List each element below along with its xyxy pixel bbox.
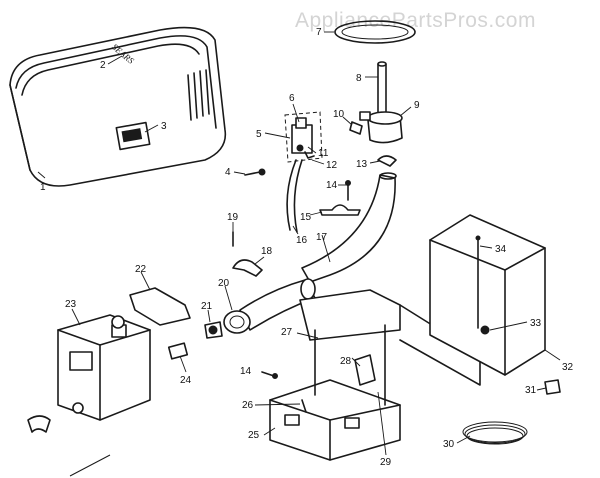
callout-1: 1 — [40, 182, 46, 193]
callout-21: 21 — [201, 301, 213, 312]
callout-14-lower: 14 — [240, 366, 252, 377]
rod-part-8 — [377, 61, 387, 117]
callout-25: 25 — [248, 430, 260, 441]
callout-6: 6 — [289, 93, 295, 104]
callout-31: 31 — [525, 385, 537, 396]
pilot-assembly-part-5 — [284, 111, 323, 163]
fitting-part-24 — [167, 342, 189, 360]
elbow-fitting — [27, 415, 51, 433]
callout-4: 4 — [225, 167, 231, 178]
coiled-tubing-part-30 — [462, 421, 528, 445]
callout-32: 32 — [562, 362, 574, 373]
gas-valve-part-23 — [57, 314, 151, 421]
callout-14-upper: 14 — [326, 180, 338, 191]
screw-part-14-upper — [345, 180, 351, 201]
leader-lines — [37, 31, 561, 456]
connector-line — [69, 454, 111, 477]
screw-part-14-lower — [261, 371, 278, 379]
callout-2: 2 — [100, 60, 106, 71]
callout-22: 22 — [135, 264, 147, 275]
cover-part-1: SEARS — [9, 26, 227, 187]
callout-18: 18 — [261, 246, 273, 257]
callout-24: 24 — [180, 375, 192, 386]
bracket-part-15 — [319, 204, 361, 216]
callout-3: 3 — [161, 121, 167, 132]
callout-7: 7 — [316, 27, 322, 38]
back-panel-part-32 — [429, 214, 546, 376]
callout-17: 17 — [316, 232, 328, 243]
grommet-part-33 — [480, 325, 490, 335]
screw-part-4 — [244, 168, 266, 176]
callout-28: 28 — [340, 356, 352, 367]
callout-15: 15 — [300, 212, 312, 223]
plate-part-22 — [129, 287, 191, 326]
callout-labels: 1 2 3 4 5 6 7 8 9 10 11 12 13 14 14 15 1… — [40, 27, 574, 468]
callout-33: 33 — [530, 318, 542, 329]
clip-part-13 — [377, 155, 397, 167]
orifice-part-21 — [204, 321, 223, 339]
gasket-part-7 — [334, 20, 416, 44]
callout-11: 11 — [318, 148, 329, 159]
watermark: AppliancePartsPros.com — [295, 9, 536, 32]
callout-20: 20 — [218, 278, 230, 289]
burner-head-part-9 — [349, 111, 403, 144]
callout-30: 30 — [443, 439, 455, 450]
callout-5: 5 — [256, 129, 262, 140]
callout-13: 13 — [356, 159, 368, 170]
callout-9: 9 — [414, 100, 420, 111]
callout-34: 34 — [495, 244, 507, 255]
venturi-tube-part-20 — [223, 278, 316, 334]
screw-part-26 — [301, 399, 307, 413]
callout-27: 27 — [281, 327, 293, 338]
clamp-part-18 — [232, 259, 263, 277]
callout-29: 29 — [380, 457, 392, 468]
base-frame-part-25 — [269, 379, 401, 461]
callout-23: 23 — [65, 299, 77, 310]
flex-tube-part-17 — [301, 174, 396, 283]
nut-part-31 — [544, 379, 561, 395]
callout-16: 16 — [296, 235, 308, 246]
callout-8: 8 — [356, 73, 362, 84]
tubing-part-16 — [286, 159, 303, 233]
callout-10: 10 — [333, 109, 345, 120]
callout-26: 26 — [242, 400, 254, 411]
callout-12: 12 — [326, 160, 338, 171]
callout-19: 19 — [227, 212, 239, 223]
